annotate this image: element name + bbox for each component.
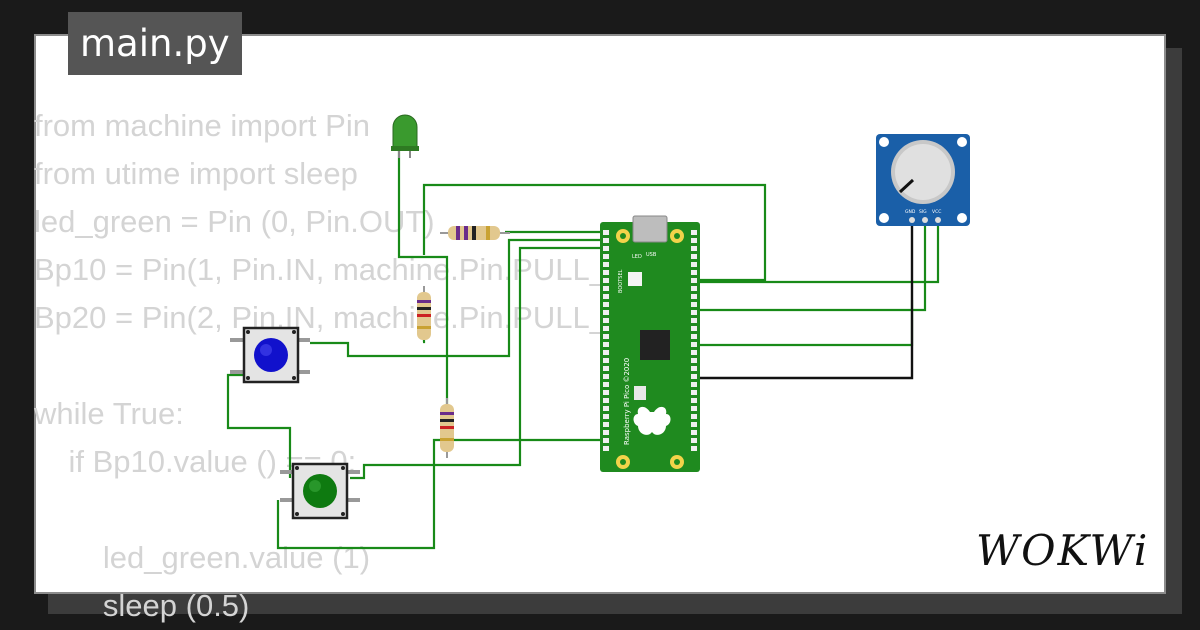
code-line: led_green.value (1) xyxy=(34,540,371,575)
file-tab[interactable]: main.py xyxy=(68,12,242,75)
code-line: led_green = Pin (0, Pin.OUT) xyxy=(34,204,435,239)
wire xyxy=(276,438,612,550)
code-line: while True: xyxy=(34,396,184,431)
wire xyxy=(690,222,927,312)
board-name: Raspberry Pi Pico ©2020 xyxy=(623,358,631,445)
code-line: from utime import sleep xyxy=(34,156,358,191)
pot-pin-gnd: GND xyxy=(905,209,916,215)
wire xyxy=(422,183,767,282)
code-line: from machine import Pin xyxy=(34,108,370,143)
green-pushbutton[interactable] xyxy=(280,462,360,520)
wire xyxy=(310,238,612,358)
pot-pin-sig: SIG xyxy=(919,209,927,215)
wire-gnd xyxy=(690,222,914,380)
pot-pin-vcc: VCC xyxy=(932,209,941,215)
wire xyxy=(690,222,940,284)
potentiometer[interactable]: GND SIG VCC xyxy=(876,134,970,226)
resistor xyxy=(440,398,454,458)
bootsel-label: BOOTSEL xyxy=(618,269,624,293)
usb-label: USB xyxy=(646,252,657,258)
green-led xyxy=(391,114,419,158)
blue-pushbutton[interactable] xyxy=(230,326,310,384)
wire xyxy=(690,300,914,347)
resistor xyxy=(440,226,510,240)
resistor xyxy=(417,286,431,340)
wire xyxy=(226,373,292,478)
wokwi-logo: WOKWi xyxy=(976,526,1150,575)
raspberry-pi-pico: LED USB BOOTSEL Raspberry Pi Pico ©2020 xyxy=(600,215,700,472)
led-label: LED xyxy=(632,254,642,260)
wire xyxy=(397,148,449,410)
code-line: sleep (0.5) xyxy=(34,588,250,623)
wire xyxy=(350,246,612,480)
